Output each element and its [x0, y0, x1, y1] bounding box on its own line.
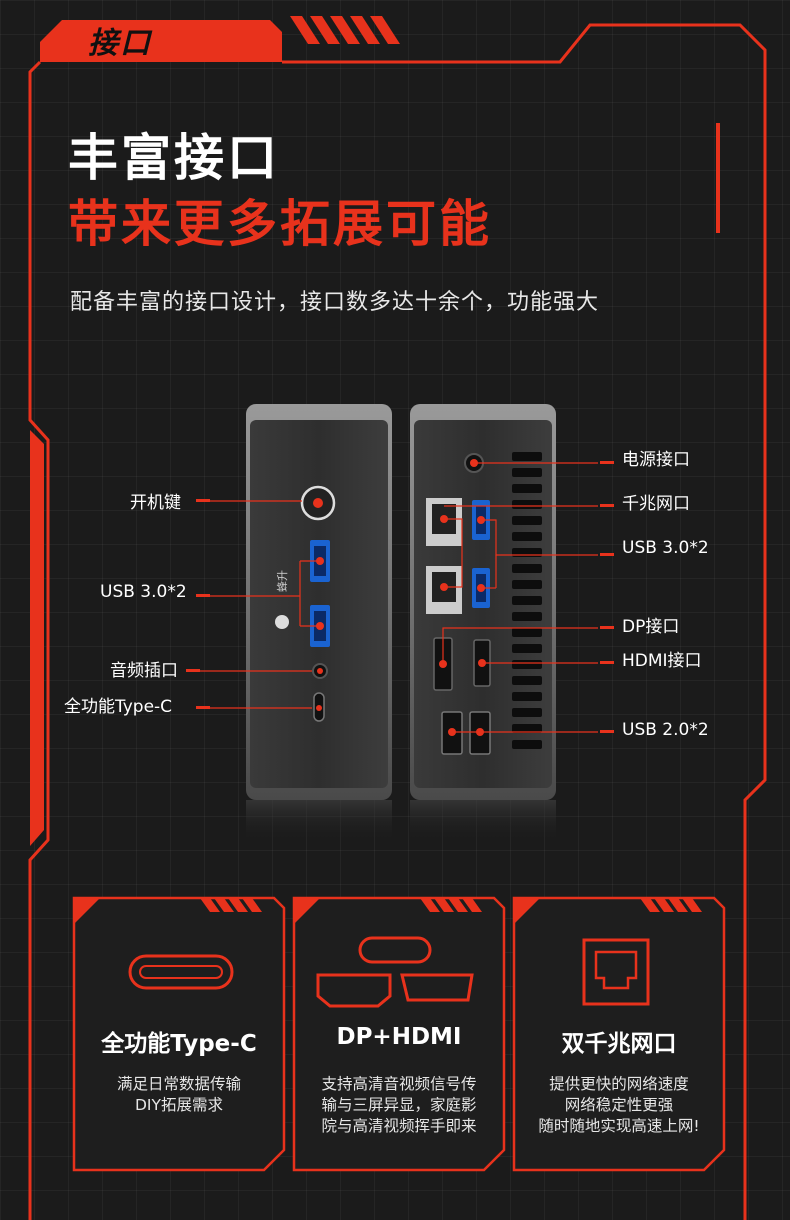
device-back — [410, 404, 598, 840]
feature-card-ethernet — [512, 896, 726, 1172]
feature-card-typec — [72, 896, 286, 1172]
dp-icon — [400, 973, 474, 1002]
feature-desc-typec: 满足日常数据传输 DIY拓展需求 — [116, 1075, 241, 1114]
left-accent-bar — [30, 430, 44, 846]
header-tab-title: 接口 — [88, 26, 152, 61]
hdmi-icon — [316, 973, 392, 1008]
feature-title-typec: 全功能Type-C — [101, 1031, 257, 1057]
label-usb3-front: USB 3.0*2 — [100, 582, 187, 602]
hero-title-line1: 丰富接口 — [68, 129, 280, 187]
device-brand-text: 蜂升 — [275, 570, 289, 592]
label-ethernet: 千兆网口 — [622, 494, 690, 514]
frame-outline-left — [28, 60, 50, 1220]
label-dp: DP接口 — [622, 617, 680, 637]
feature-title-dp-hdmi: DP+HDMI — [336, 1024, 462, 1050]
hero-title-line2: 带来更多拓展可能 — [68, 195, 492, 253]
top-dash — [226, 44, 244, 48]
typec-icon — [358, 936, 432, 964]
label-usb2: USB 2.0*2 — [622, 720, 709, 740]
ethernet-icon — [582, 938, 650, 1006]
feature-desc-ethernet: 提供更快的网络速度 网络稳定性更强 随时随地实现高速上网! — [538, 1075, 700, 1135]
feature-card-dp-hdmi — [292, 896, 506, 1172]
label-audio-jack: 音频插口 — [110, 661, 178, 681]
feature-title-ethernet: 双千兆网口 — [561, 1031, 677, 1057]
typec-icon — [128, 954, 234, 990]
frame-outline — [282, 23, 767, 1220]
hero-subtitle: 配备丰富的接口设计，接口数多达十余个，功能强大 — [70, 290, 600, 315]
label-typec: 全功能Type-C — [64, 697, 173, 717]
header-tab-shape — [40, 20, 282, 62]
device-front — [246, 404, 392, 840]
vent-grille — [512, 452, 542, 749]
feature-desc-dp-hdmi: 支持高清音视频信号传 输与三屏异显，家庭影 院与高清视频挥手即来 — [321, 1075, 477, 1135]
label-power-button: 开机键 — [130, 493, 181, 513]
label-power-jack: 电源接口 — [622, 450, 690, 470]
label-usb3-back: USB 3.0*2 — [622, 538, 709, 558]
label-hdmi: HDMI接口 — [622, 651, 702, 671]
right-mark — [716, 123, 720, 233]
header-stripes — [290, 16, 400, 44]
